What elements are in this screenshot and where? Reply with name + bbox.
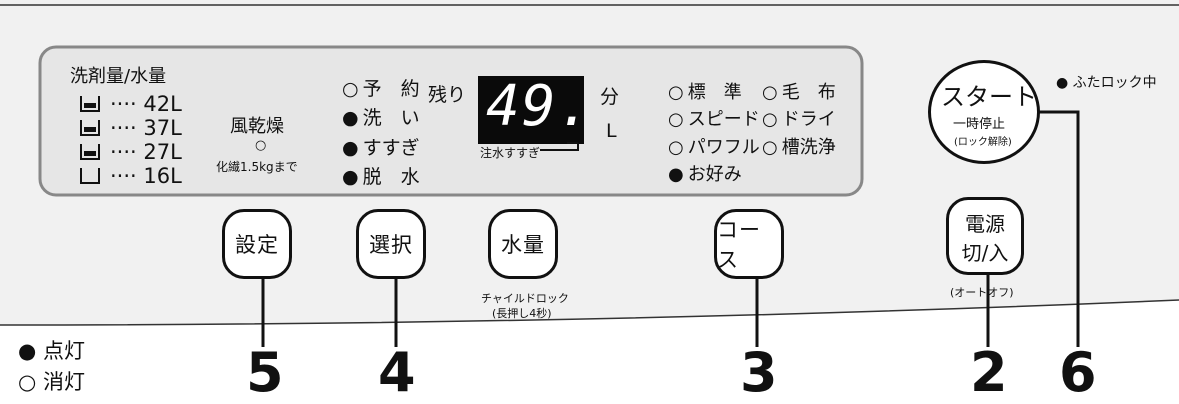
child-lock-label: チャイルドロック (481, 292, 569, 305)
air-dry-label: 風乾燥 (230, 116, 284, 137)
air-dry-note: 化繊1.5kgまで (216, 160, 298, 174)
tub-full-icon (80, 96, 100, 112)
callout-5: 5 (246, 341, 284, 404)
water-header: 洗剤量/水量 (70, 66, 167, 87)
power-label-1: 電源 (965, 212, 1005, 236)
sentaku-button[interactable]: 選択 (356, 209, 426, 279)
course-dry: ドライ (762, 105, 836, 131)
child-lock-hint: (長押し4秒) (492, 307, 552, 320)
unit-liter: L (606, 120, 617, 142)
power-label-2: 切/入 (961, 241, 1009, 265)
auto-off-label: (オートオフ) (950, 286, 1014, 299)
air-dry-indicator-icon: ○ (255, 138, 267, 153)
callout-6: 6 (1059, 341, 1097, 404)
water-level-37: ···· 37L (80, 116, 182, 140)
tub-mid-icon (80, 144, 100, 160)
lid-lock-indicator: ● ふたロック中 (1056, 72, 1157, 92)
remaining-label: 残り (428, 84, 467, 106)
pour-rinse-label: 注水すすぎ (480, 146, 541, 160)
water-level-27: ···· 27L (80, 140, 182, 164)
process-rinse: すすぎ (342, 133, 420, 160)
course-powerful: パワフル (668, 133, 760, 159)
power-button[interactable]: 電源 切/入 (946, 197, 1024, 275)
tub-empty-icon (80, 168, 100, 184)
process-spin: 脱 水 (342, 162, 420, 189)
course-custom: お好み (668, 160, 742, 186)
start-pause-button[interactable]: スタート 一時停止 (ロック解除) (928, 60, 1040, 164)
legend-on: ● 点灯 (18, 339, 86, 363)
legend-off: ○ 消灯 (18, 370, 86, 394)
process-wash: 洗 い (342, 103, 420, 130)
unlock-label: (ロック解除) (954, 137, 1012, 148)
process-reserve: 予 約 (342, 74, 420, 101)
settei-button[interactable]: 設定 (222, 209, 292, 279)
unit-minute: 分 (600, 86, 620, 108)
lid-lock-dot-icon: ● (1056, 75, 1069, 91)
lid-lock-label: ふたロック中 (1072, 75, 1157, 91)
water-level-16: ···· 16L (80, 164, 182, 188)
callout-3: 3 (740, 341, 778, 404)
course-tub-clean: 槽洗浄 (762, 133, 836, 159)
tub-full-icon (80, 120, 100, 136)
time-display: 49. (486, 74, 594, 139)
callout-4: 4 (378, 341, 416, 404)
course-button[interactable]: コース (714, 209, 784, 279)
course-standard: 標 準 (668, 78, 742, 104)
pause-label: 一時停止 (953, 117, 1006, 132)
water-amount-button[interactable]: 水量 (488, 209, 558, 279)
course-speed: スピード (668, 105, 760, 131)
filled-dot-icon: ● (18, 339, 37, 363)
start-label: スタート (941, 83, 1037, 111)
course-blanket: 毛 布 (762, 78, 836, 104)
callout-2: 2 (970, 341, 1008, 404)
water-level-42: ···· 42L (80, 92, 182, 116)
open-dot-icon: ○ (18, 370, 37, 394)
